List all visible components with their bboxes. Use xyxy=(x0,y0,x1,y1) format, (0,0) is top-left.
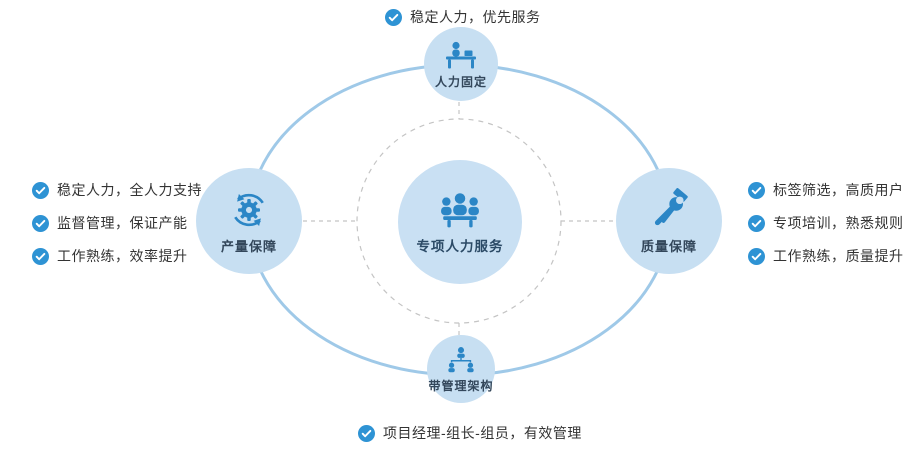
top-node: 人力固定 xyxy=(424,27,498,101)
check-icon xyxy=(32,214,49,232)
note-top: 稳定人力，优先服务 xyxy=(385,8,541,26)
note-left-2: 监督管理，保证产能 xyxy=(32,214,188,232)
check-icon xyxy=(32,181,49,199)
check-icon xyxy=(748,181,765,199)
bottom-node: 带管理架构 xyxy=(427,335,495,403)
note-top-text: 稳定人力，优先服务 xyxy=(410,9,541,25)
note-right-text-2: 专项培训，熟悉规则 xyxy=(773,215,904,231)
right-node: 质量保障 xyxy=(616,168,722,274)
note-bottom-text: 项目经理-组长-组员，有效管理 xyxy=(383,425,582,441)
center-node-label: 专项人力服务 xyxy=(416,239,504,254)
bottom-node-label: 带管理架构 xyxy=(428,378,494,393)
tools-icon xyxy=(647,187,691,232)
center-node: 专项人力服务 xyxy=(398,160,522,284)
check-icon xyxy=(32,247,49,265)
top-node-label: 人力固定 xyxy=(434,74,487,89)
note-left-text-3: 工作熟练，效率提升 xyxy=(57,248,188,264)
check-icon xyxy=(358,424,375,442)
person-desk-icon xyxy=(442,39,480,71)
note-right-1: 标签筛选，高质用户 xyxy=(748,181,904,199)
team-podium-icon xyxy=(432,189,488,231)
note-bottom: 项目经理-组长-组员，有效管理 xyxy=(358,424,582,442)
note-right-2: 专项培训，熟悉规则 xyxy=(748,214,904,232)
right-node-label: 质量保障 xyxy=(640,238,697,254)
note-left-1: 稳定人力，全人力支持 xyxy=(32,181,202,199)
note-left-3: 工作熟练，效率提升 xyxy=(32,247,188,265)
gear-sync-icon xyxy=(227,188,271,232)
note-left-text-1: 稳定人力，全人力支持 xyxy=(57,182,202,198)
note-right-text-3: 工作熟练，质量提升 xyxy=(773,248,904,264)
note-left-text-2: 监督管理，保证产能 xyxy=(57,215,188,231)
org-structure-icon xyxy=(444,345,478,375)
check-icon xyxy=(385,8,402,26)
left-node-label: 产量保障 xyxy=(220,238,277,254)
check-icon xyxy=(748,214,765,232)
left-node: 产量保障 xyxy=(196,168,302,274)
note-right-3: 工作熟练，质量提升 xyxy=(748,247,904,265)
note-right-text-1: 标签筛选，高质用户 xyxy=(773,182,904,198)
check-icon xyxy=(748,247,765,265)
